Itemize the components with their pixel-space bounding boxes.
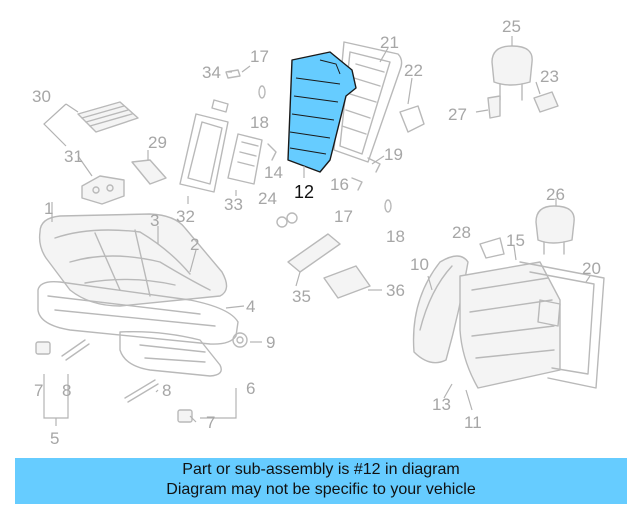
callout-5: 5	[50, 429, 59, 448]
armrest-frames	[77, 69, 263, 205]
callout-11: 11	[464, 413, 482, 432]
seat-back-pad-highlighted	[287, 51, 357, 173]
callout-4: 4	[246, 297, 255, 316]
callout-25: 25	[502, 17, 521, 36]
callout-35: 35	[292, 287, 311, 306]
seat-cushion	[38, 213, 228, 307]
callout-17a: 17	[250, 47, 269, 66]
callout-17b: 17	[334, 207, 353, 226]
callout-20: 20	[582, 259, 601, 278]
callout-23: 23	[540, 67, 559, 86]
callout-31: 31	[64, 147, 83, 166]
center-brackets	[287, 233, 371, 299]
seat-frame	[37, 280, 239, 377]
leader-lines	[43, 36, 591, 426]
callout-22: 22	[404, 61, 423, 80]
callout-1: 1	[44, 199, 53, 218]
right-seat-back	[412, 255, 605, 389]
callout-18b: 18	[386, 227, 405, 246]
callout-36: 36	[386, 281, 405, 300]
callout-19: 19	[384, 145, 403, 164]
callout-12-highlighted: 12	[294, 182, 314, 202]
callout-27: 27	[448, 105, 467, 124]
callout-13: 13	[432, 395, 451, 414]
callout-3: 3	[150, 211, 159, 230]
callout-29: 29	[148, 133, 167, 152]
callout-numbers: 1 2 3 4 5 6 7 7 8 8 9 10 11 12 13 14 15 …	[32, 17, 601, 448]
callout-2: 2	[190, 235, 199, 254]
callout-21: 21	[380, 33, 399, 52]
callout-8b: 8	[162, 381, 171, 400]
callout-32: 32	[176, 207, 195, 226]
hardware	[258, 85, 392, 228]
callout-26: 26	[546, 185, 565, 204]
callout-14: 14	[264, 163, 283, 182]
callout-7b: 7	[206, 413, 215, 432]
callout-9: 9	[266, 333, 275, 352]
headrests	[479, 45, 575, 259]
caption-banner: Part or sub-assembly is #12 in diagram D…	[15, 458, 627, 504]
callout-10: 10	[410, 255, 429, 274]
caption-part-line: Part or sub-assembly is #12 in diagram	[182, 461, 460, 478]
callout-15: 15	[506, 231, 525, 250]
callout-24: 24	[258, 189, 277, 208]
backrest-frame	[333, 41, 425, 173]
callout-16: 16	[330, 175, 349, 194]
callout-30: 30	[32, 87, 51, 106]
callout-34: 34	[202, 63, 221, 82]
callout-7a: 7	[34, 381, 43, 400]
clip-parts	[35, 332, 248, 423]
callout-6: 6	[246, 379, 255, 398]
callout-8a: 8	[62, 381, 71, 400]
caption-disclaimer-line: Diagram may not be specific to your vehi…	[166, 481, 476, 498]
callout-33: 33	[224, 195, 243, 214]
parts-diagram: 1 2 3 4 5 6 7 7 8 8 9 10 11 12 13 14 15 …	[32, 17, 605, 448]
callout-28: 28	[452, 223, 471, 242]
callout-18a: 18	[250, 113, 269, 132]
